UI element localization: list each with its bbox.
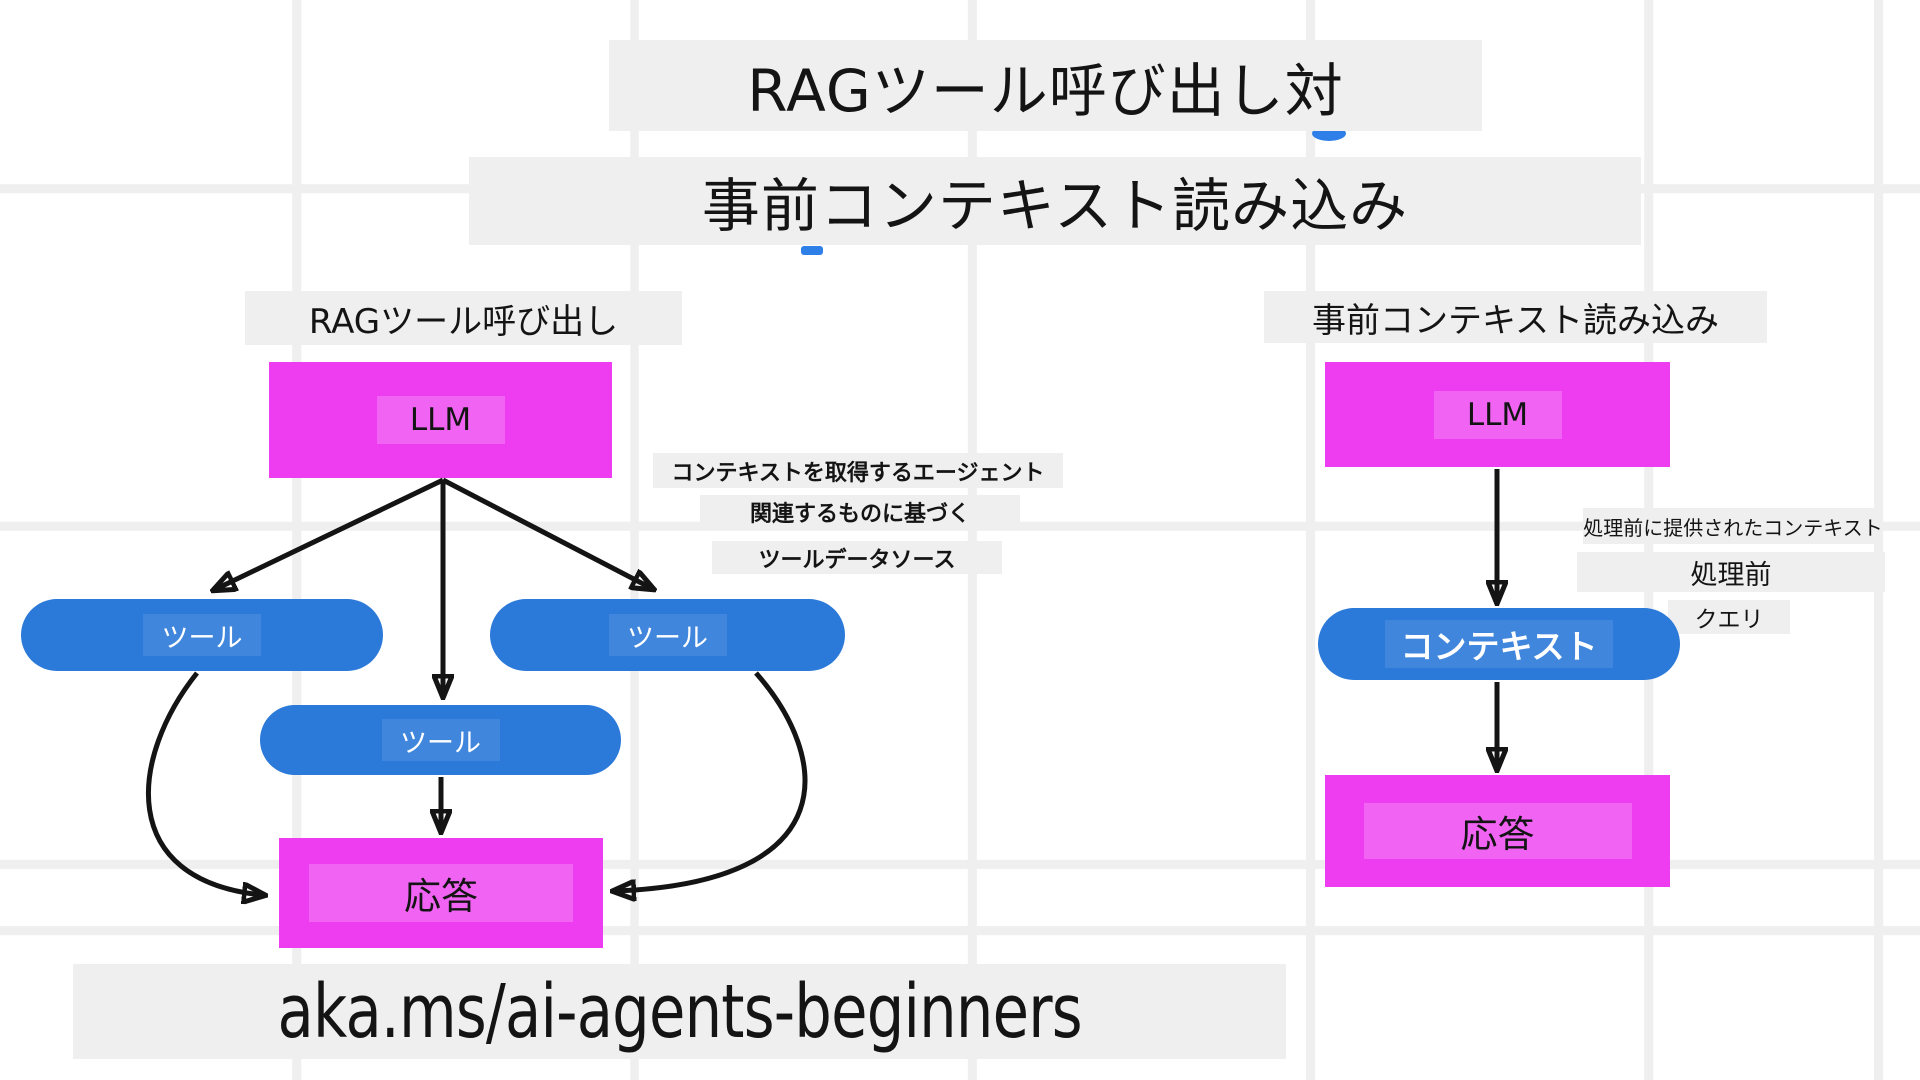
tool-pill-middle: ツール [260, 705, 621, 775]
arrow-tool-right-to-response [616, 671, 808, 891]
title-line-2: 事前コンテキスト読み込み [701, 172, 1409, 240]
right-note-band-3: クエリ [1668, 600, 1790, 634]
blue-artifact-under-title2 [801, 246, 823, 255]
title-band-2: 事前コンテキスト読み込み [469, 157, 1641, 245]
left-note-band-3: ツールデータソース [712, 541, 1002, 574]
context-pill-label: コンテキスト [1400, 627, 1598, 666]
tool-pill-right: ツール [490, 599, 845, 671]
left-note-1: コンテキストを取得するエージェント [671, 460, 1045, 486]
right-response-label: 応答 [1460, 813, 1535, 856]
right-note-band-2: 処理前 [1577, 552, 1885, 592]
left-llm-node: LLM [269, 362, 612, 478]
left-note-3: ツールデータソース [758, 547, 956, 573]
arrow-llm-to-tool-right [441, 477, 651, 588]
left-section-header-band: RAGツール呼び出し [245, 291, 682, 345]
footer-link: aka.ms/ai-agents-beginners [277, 968, 1082, 1055]
title-line-1: RAGツール呼び出し対 [747, 56, 1344, 125]
right-note-band-1: 処理前に提供されたコンテキスト [1583, 508, 1883, 544]
left-response-node: 応答 [279, 838, 603, 948]
right-section-header-band: 事前コンテキスト読み込み [1264, 291, 1767, 343]
context-pill: コンテキスト [1318, 608, 1680, 680]
right-note-2: 処理前 [1690, 559, 1772, 591]
right-response-label-bg: 応答 [1363, 803, 1632, 859]
left-llm-label-bg: LLM [376, 396, 505, 444]
tool-pill-right-label-bg: ツール [608, 614, 727, 656]
tool-pill-middle-label: ツール [400, 727, 481, 759]
right-llm-label: LLM [1466, 396, 1529, 433]
tool-pill-left-label: ツール [161, 622, 243, 654]
tool-pill-left: ツール [21, 599, 383, 671]
title-band-1: RAGツール呼び出し対 [609, 40, 1482, 131]
context-pill-label-bg: コンテキスト [1385, 620, 1613, 668]
left-response-label-bg: 応答 [309, 864, 573, 922]
right-note-1: 処理前に提供されたコンテキスト [1583, 515, 1883, 540]
arrow-tool-left-to-response [145, 671, 262, 895]
right-response-node: 応答 [1325, 775, 1670, 887]
tool-pill-left-label-bg: ツール [143, 614, 261, 656]
right-llm-node: LLM [1325, 362, 1670, 467]
right-section-header: 事前コンテキスト読み込み [1312, 300, 1719, 341]
left-section-header: RAGツール呼び出し [308, 301, 619, 342]
left-llm-label: LLM [409, 402, 472, 438]
arrow-llm-to-tool-left [216, 477, 445, 589]
right-note-3: クエリ [1694, 607, 1764, 633]
right-llm-label-bg: LLM [1433, 390, 1562, 439]
left-note-band-1: コンテキストを取得するエージェント [653, 453, 1063, 488]
tool-pill-middle-label-bg: ツール [381, 719, 500, 761]
left-note-band-2: 関連するものに基づく [700, 495, 1020, 529]
left-note-2: 関連するものに基づく [749, 502, 970, 527]
tool-pill-right-label: ツール [627, 622, 708, 654]
left-response-label: 応答 [404, 875, 478, 918]
footer-band: aka.ms/ai-agents-beginners [73, 964, 1286, 1059]
